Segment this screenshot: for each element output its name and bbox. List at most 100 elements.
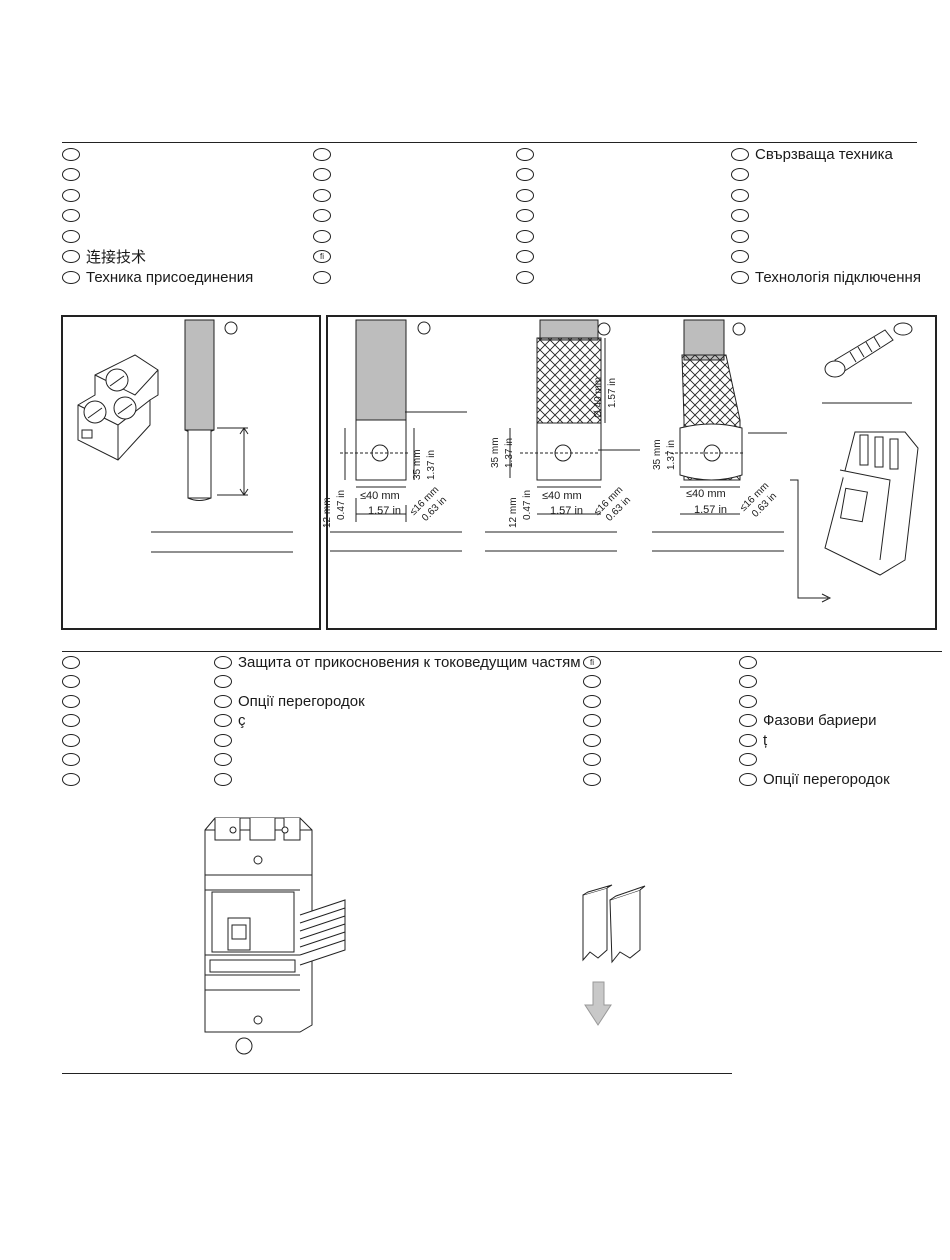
language-code-oval [516,229,534,243]
insert-arrow-icon [584,981,612,1026]
language-entry [731,248,755,266]
language-label: Свързваща техника [755,145,893,163]
language-code-oval [739,694,757,708]
language-code-oval [313,229,331,243]
language-code-oval [214,655,232,669]
dim-137in-braid: 1.37 in [504,437,515,468]
language-entry [739,692,763,710]
language-entry: Опції перегородок [214,692,365,710]
language-entry: ç [214,712,246,730]
step-marker [235,1037,253,1055]
language-code-oval [583,753,601,766]
terminal-block-illustration [77,354,159,461]
middle-rule [62,651,942,652]
language-entry: Техника присоединения [62,268,253,286]
language-code-oval [516,250,534,263]
language-code-oval [731,270,749,284]
language-label: Технологія підключення [755,268,921,286]
language-code-oval [62,772,80,786]
language-entry [62,692,86,710]
language-code-oval [583,675,601,688]
language-entry [62,673,86,691]
breaker-illustration [204,817,346,1033]
language-code-oval [739,753,757,766]
language-entry [62,207,86,225]
language-code-oval [214,694,232,708]
left-figure-frame [61,315,321,630]
language-code-oval [62,250,80,263]
language-code-oval [739,772,757,786]
language-entry [731,186,755,204]
language-code-oval [214,772,232,786]
language-entry [62,227,86,245]
dim-dia157in: 1.57 in [607,377,618,408]
dim-35mm-lug: 35 mm [652,439,663,470]
bottom-rule [62,1073,732,1074]
flat-bar-conductor [340,319,467,522]
language-code-oval [731,229,749,243]
language-code-oval [62,270,80,284]
language-entry [731,227,755,245]
language-code-oval [516,209,534,222]
language-label: 连接技术 [86,249,147,266]
language-entry [62,712,86,730]
language-code-oval [62,168,80,181]
language-entry [583,692,607,710]
language-entry [516,186,540,204]
language-code-oval [739,655,757,669]
language-code-oval [731,147,749,161]
dim-40mm-braid: ≤40 mm [542,490,582,502]
language-code-oval [313,270,331,284]
language-code-oval [313,188,331,202]
language-entry [583,751,607,769]
language-code-oval [313,168,331,181]
language-code-oval [731,188,749,202]
dim-157in-braid: 1.57 in [550,505,584,517]
language-code-oval [731,168,749,181]
language-entry: Фазови бариери [739,712,877,730]
breaker-with-bars-illustration [824,431,919,576]
language-entry: Свързваща техника [731,145,893,163]
connection-figure [77,319,919,603]
language-code-oval [731,250,749,263]
screw-illustration [824,322,913,378]
language-label: Техника присоединения [86,268,254,286]
language-entry [739,653,763,671]
language-code-oval [583,733,601,747]
language-code-oval: fi [313,250,331,263]
language-code-oval [516,188,534,202]
dim-047in-braid: 0.47 in [522,489,533,520]
language-entry [583,770,607,788]
language-code-oval [516,168,534,181]
language-entry [214,673,238,691]
language-entry [313,166,337,184]
language-entry [516,268,540,286]
language-code-oval [214,714,232,727]
language-code-oval [62,209,80,222]
language-code-oval [214,733,232,747]
language-code-oval [516,147,534,161]
language-entry [739,751,763,769]
dim-40mm-lug: ≤40 mm [686,488,726,500]
language-code-oval [583,714,601,727]
language-code-oval [583,772,601,786]
language-entry [516,207,540,225]
language-entry [214,751,238,769]
language-entry: Технологія підключення [731,268,921,286]
language-entry [516,227,540,245]
language-code-oval: fi [583,655,601,669]
language-entry [313,227,337,245]
language-entry [62,166,86,184]
stripped-cable-illustration [184,319,249,501]
language-entry [62,653,86,671]
language-entry: fi [313,248,337,266]
breaker-with-barriers-figure [204,817,646,1055]
dim-047in: 0.47 in [336,489,347,520]
language-label: ç [238,712,246,729]
dim-35mm: 35 mm [412,449,423,480]
language-code-oval [62,753,80,766]
language-label: Защита от прикосновения к токоведущим ча… [238,653,581,671]
top-rule [62,142,917,143]
language-entry [731,166,755,184]
language-code-oval [62,694,80,708]
